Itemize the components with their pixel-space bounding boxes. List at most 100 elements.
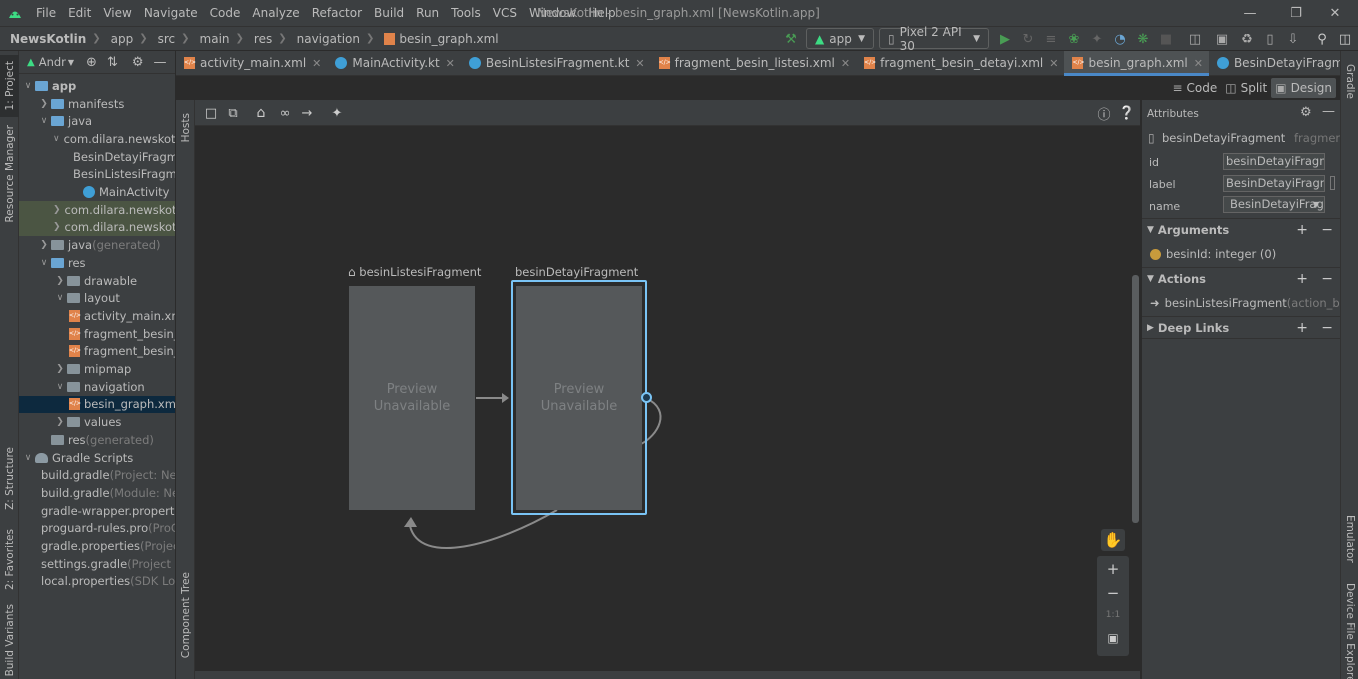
breadcrumb-item[interactable]: app❯ — [101, 32, 148, 46]
menu-item-tools[interactable]: Tools — [451, 6, 481, 20]
build-hammer-icon[interactable]: ⚒ — [785, 31, 797, 47]
tree-item[interactable]: ∨layout — [19, 289, 175, 307]
collapse-all-icon[interactable]: ⇅ — [106, 54, 118, 70]
editor-tab[interactable]: </>besin_graph.xml✕ — [1064, 50, 1210, 76]
arguments-section-header[interactable]: ▼ Arguments + − — [1142, 218, 1341, 240]
menu-item-run[interactable]: Run — [416, 6, 440, 20]
deeplinks-add-remove[interactable]: + − — [1296, 319, 1333, 336]
close-tab-icon[interactable]: ✕ — [840, 56, 851, 70]
action-item[interactable]: ➜ besinListesiFragment (action_besinDeta… — [1150, 296, 1340, 310]
tree-item[interactable]: </>besin_graph.xml — [19, 395, 175, 414]
action-arrow-back[interactable] — [409, 509, 558, 549]
breadcrumb-item[interactable]: navigation❯ — [287, 32, 375, 46]
label-field[interactable]: BesinDetayiFragment — [1223, 175, 1325, 192]
id-field[interactable]: besinDetayiFragment — [1223, 153, 1325, 170]
hide-panel-icon[interactable]: — — [153, 54, 167, 70]
gear-icon[interactable]: ⚙ — [131, 54, 144, 70]
tree-item[interactable]: ∨Gradle Scripts — [19, 449, 175, 467]
fragment-destination-selected[interactable]: Preview Unavailable — [516, 286, 642, 510]
menu-item-analyze[interactable]: Analyze — [252, 6, 300, 20]
attach-debugger-icon[interactable]: ✦ — [1091, 31, 1103, 47]
gear-icon[interactable]: ⚙ — [1300, 105, 1312, 120]
breadcrumb-item[interactable]: NewsKotlin❯ — [0, 32, 101, 46]
action-handle[interactable] — [641, 392, 652, 403]
run-icon[interactable]: ▶ — [1000, 31, 1010, 47]
chevron-down-icon[interactable]: ∨ — [24, 80, 32, 91]
tree-item[interactable]: ❯values — [19, 413, 175, 431]
run-config-select[interactable]: ▲ app ▼ — [806, 28, 874, 49]
tree-item[interactable]: </>fragment_besin_listesi.xml — [19, 325, 175, 343]
arguments-add-remove[interactable]: + − — [1296, 221, 1333, 238]
settings-toolbar-icon[interactable]: ◫ — [1338, 31, 1352, 47]
tree-item[interactable]: ∨app — [19, 77, 175, 95]
tab-emulator[interactable]: Emulator — [1341, 509, 1358, 569]
tree-item[interactable]: MainActivity — [19, 183, 175, 201]
chevron-right-icon[interactable]: ❯ — [56, 417, 64, 428]
project-structure-icon[interactable]: ◫ — [1188, 31, 1202, 47]
menu-item-vcs[interactable]: VCS — [492, 6, 517, 20]
tree-item[interactable]: ∨res — [19, 254, 175, 272]
editor-tab[interactable]: BesinListesiFragment.kt✕ — [461, 51, 651, 76]
tree-item[interactable]: settings.gradle (Project Settings) — [19, 555, 175, 573]
chevron-right-icon[interactable]: ❯ — [40, 240, 48, 251]
menu-item-help[interactable]: Help — [588, 6, 616, 20]
chevron-right-icon[interactable]: ❯ — [56, 364, 64, 375]
menu-item-window[interactable]: Window — [528, 6, 577, 20]
tree-item[interactable]: gradle.properties (Project Properties) — [19, 537, 175, 555]
tab-build-variants[interactable]: Build Variants — [0, 604, 19, 676]
menu-item-navigate[interactable]: Navigate — [143, 6, 198, 20]
tree-item[interactable]: ∨java — [19, 112, 175, 130]
hide-panel-icon[interactable]: — — [1322, 104, 1335, 119]
nested-graph-icon[interactable]: ⧉ — [228, 105, 238, 121]
split-view-button[interactable]: ◫ Split — [1221, 78, 1271, 98]
warning-icon[interactable]: ⓘ — [1097, 107, 1111, 123]
new-destination-icon[interactable]: □ — [204, 105, 218, 121]
sdk-manager-icon[interactable]: ⇩ — [1287, 31, 1299, 47]
tree-item[interactable]: build.gradle (Module: NewsKotlin.app) — [19, 484, 175, 502]
apply-changes-icon[interactable]: ↻ — [1022, 31, 1034, 47]
menu-item-view[interactable]: View — [103, 6, 132, 20]
close-tab-icon[interactable]: ✕ — [1193, 56, 1203, 70]
tab-resource-manager[interactable]: Resource Manager — [0, 125, 19, 223]
resource-picker-icon[interactable] — [1330, 176, 1335, 190]
device-select[interactable]: ▯ Pixel 2 API 30 ▼ — [879, 25, 989, 53]
minimize-icon[interactable]: — — [1243, 5, 1257, 21]
stop-icon[interactable]: ■ — [1159, 31, 1173, 47]
menu-item-file[interactable]: File — [36, 6, 57, 20]
tree-item[interactable]: local.properties (SDK Location) — [19, 573, 175, 591]
breadcrumb-item[interactable]: src❯ — [148, 32, 190, 46]
tree-item[interactable]: </>activity_main.xml — [19, 307, 175, 325]
gradle-sync-icon[interactable]: ♻ — [1241, 31, 1253, 47]
tree-item[interactable]: ❯java (generated) — [19, 236, 175, 254]
tree-item[interactable]: ❯manifests — [19, 95, 175, 113]
debug-icon[interactable]: ❀ — [1068, 31, 1080, 47]
editor-tab[interactable]: MainActivity.kt✕ — [327, 51, 461, 76]
actions-section-header[interactable]: ▼ Actions + − — [1142, 267, 1341, 289]
chevron-right-icon[interactable]: ❯ — [56, 275, 64, 286]
chevron-down-icon[interactable]: ∨ — [56, 293, 64, 304]
chevron-down-icon[interactable]: ▼ — [67, 57, 75, 67]
sync-icon[interactable]: ▣ — [1215, 31, 1229, 47]
close-icon[interactable]: ✕ — [1329, 5, 1341, 21]
zoom-out-icon[interactable]: − — [1106, 584, 1120, 602]
tab-component-tree[interactable]: Component Tree — [176, 570, 195, 660]
apply-code-changes-icon[interactable]: ≡ — [1045, 31, 1057, 47]
chevron-down-icon[interactable]: ∨ — [40, 257, 48, 268]
name-select[interactable]: BesinDetayiFrag ▼ — [1223, 196, 1325, 213]
attach-process-icon[interactable]: ❋ — [1137, 31, 1149, 47]
maximize-icon[interactable]: ❐ — [1290, 5, 1302, 21]
menu-item-code[interactable]: Code — [209, 6, 241, 20]
chevron-right-icon[interactable]: ❯ — [53, 222, 61, 233]
tree-item[interactable]: ❯drawable — [19, 272, 175, 290]
menu-item-edit[interactable]: Edit — [68, 6, 92, 20]
chevron-right-icon[interactable]: ❯ — [40, 98, 48, 109]
add-action-icon[interactable]: → — [301, 105, 313, 121]
zoom-actual-size-button[interactable]: 1:1 — [1105, 610, 1121, 620]
navigation-canvas[interactable]: ⌂ besinListesiFragment Preview Unavailab… — [195, 126, 1140, 671]
chevron-down-icon[interactable]: ∨ — [40, 116, 48, 127]
design-view-button[interactable]: ▣ Design — [1271, 78, 1336, 98]
editor-tab[interactable]: </>activity_main.xml✕ — [176, 51, 327, 76]
breadcrumb-item[interactable]: res❯ — [244, 32, 287, 46]
editor-tab[interactable]: BesinDetayiFragment.kt — [1209, 51, 1358, 76]
tab-project[interactable]: 1: Project — [0, 55, 19, 117]
